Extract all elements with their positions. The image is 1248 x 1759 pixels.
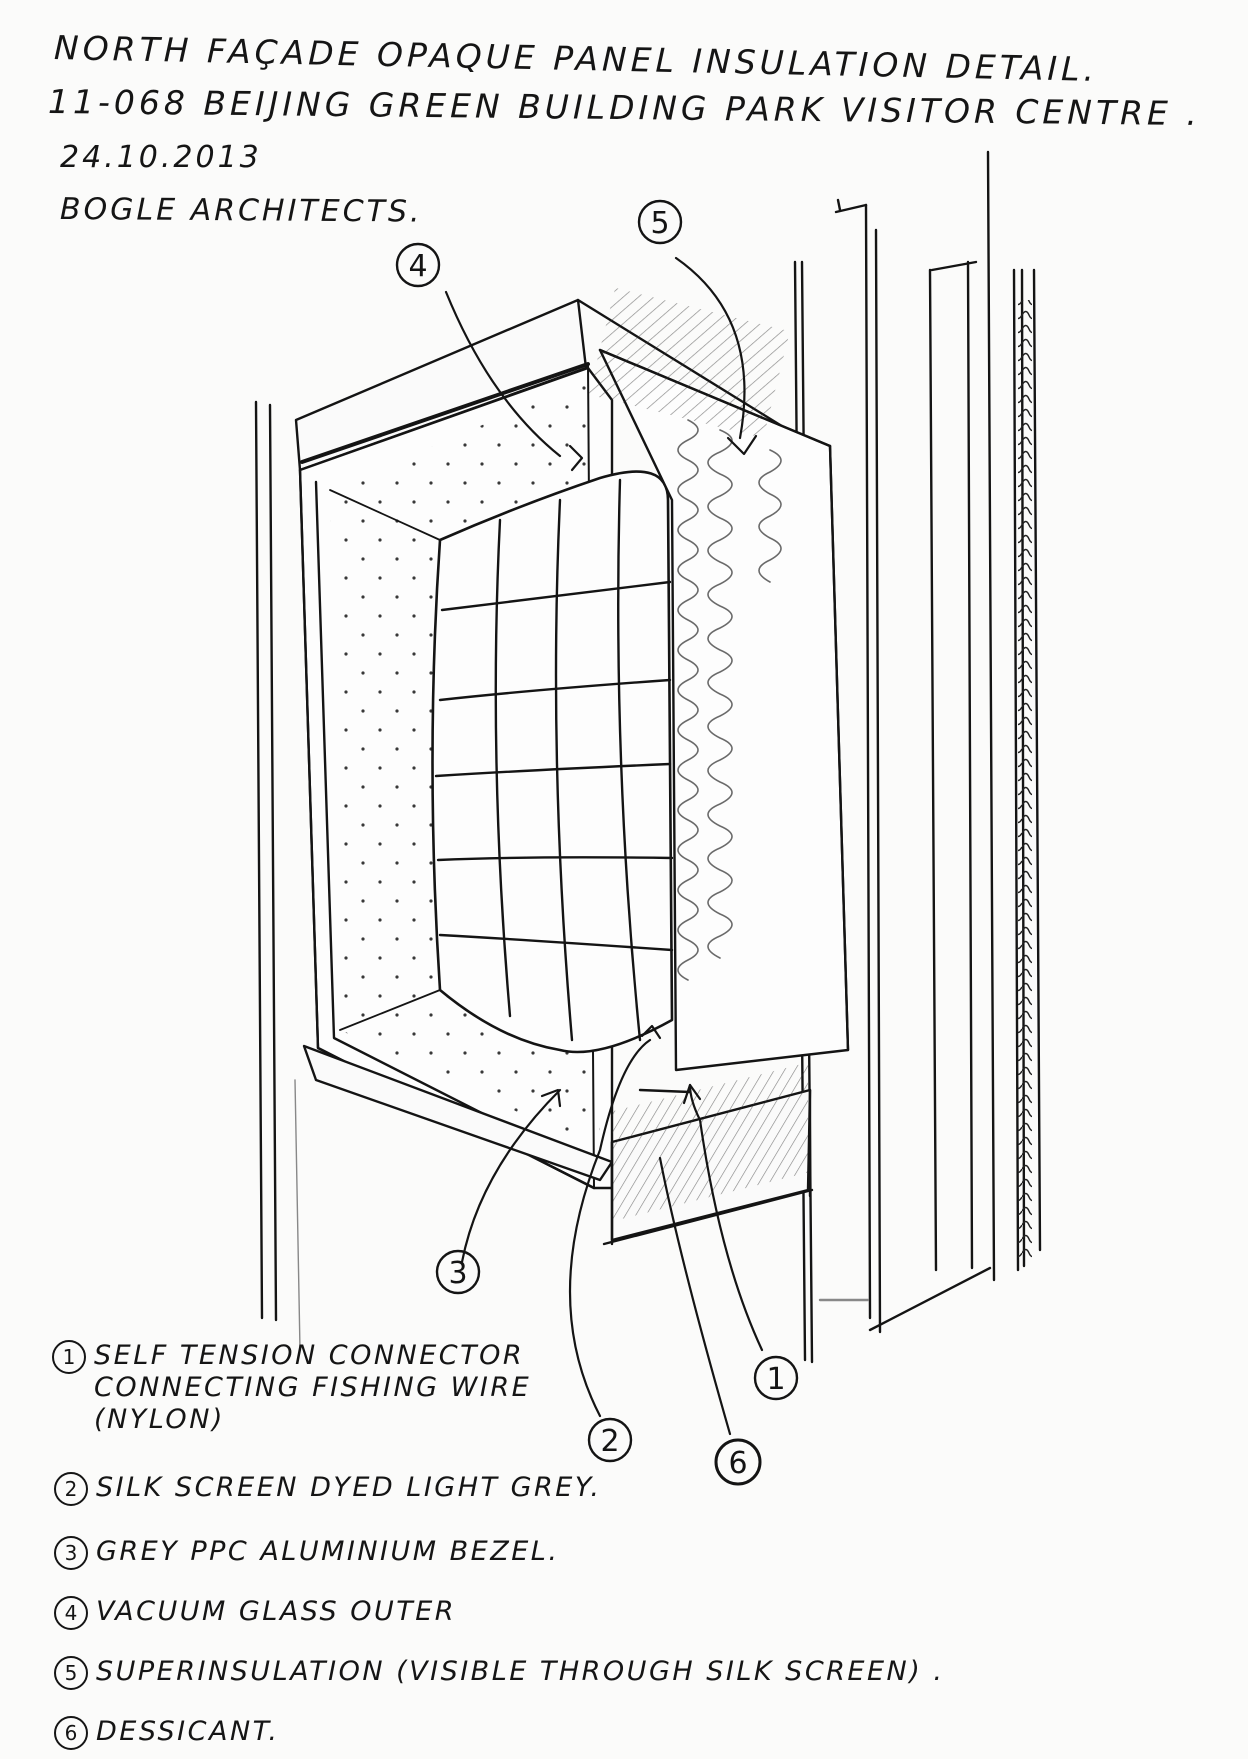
legend-item-2: 2 Silk screen dyed light grey. — [54, 1472, 601, 1506]
legend-text: Silk screen dyed light grey. — [96, 1472, 601, 1504]
legend-text: Self tension connector connecting fishin… — [94, 1340, 531, 1436]
legend-item-6: 6 Dessicant. — [54, 1716, 280, 1750]
legend-text: Vacuum glass outer — [96, 1596, 456, 1628]
callout-2: 2 — [600, 1424, 619, 1459]
legend-number: 5 — [54, 1656, 88, 1690]
callout-5: 5 — [650, 206, 669, 241]
legend-number: 3 — [54, 1536, 88, 1570]
legend-item-5: 5 Superinsulation (visible through silk … — [54, 1656, 944, 1690]
column-right — [793, 150, 1042, 1364]
callout-6: 6 — [728, 1446, 747, 1481]
legend-text: Superinsulation (visible through silk sc… — [96, 1656, 944, 1688]
legend-line: Self tension connector — [94, 1340, 525, 1371]
wall-left-lines — [254, 400, 301, 1351]
legend-line: (nylon) — [94, 1404, 225, 1435]
legend-number: 6 — [54, 1716, 88, 1750]
callout-1: 1 — [766, 1362, 785, 1397]
leader-lines — [444, 256, 764, 1436]
legend-line: Superinsulation (visible through silk sc… — [96, 1656, 945, 1687]
callout-markers — [395, 199, 799, 1486]
bottom-bezel — [302, 1044, 814, 1246]
legend-text: Dessicant. — [96, 1716, 280, 1748]
legend-item-1: 1 Self tension connector connecting fish… — [52, 1340, 531, 1436]
insulation-pillow-grid — [431, 470, 674, 1054]
legend-item-3: 3 Grey PPC aluminium bezel. — [54, 1536, 559, 1570]
legend-number: 2 — [54, 1472, 88, 1506]
legend-item-4: 4 Vacuum glass outer — [54, 1596, 456, 1630]
superinsulation-side — [588, 287, 850, 1072]
callout-3: 3 — [448, 1256, 467, 1291]
legend-number: 1 — [52, 1340, 86, 1374]
callout-numbers: 1 2 3 4 5 6 — [408, 206, 785, 1481]
callout-4: 4 — [408, 249, 427, 284]
legend-number: 4 — [54, 1596, 88, 1630]
legend-text: Grey PPC aluminium bezel. — [96, 1536, 559, 1568]
drawing-date: 24.10.2013 — [60, 140, 262, 175]
legend-line: connecting fishing wire — [94, 1372, 532, 1403]
legend-line: Vacuum glass outer — [96, 1596, 457, 1627]
legend-line: Dessicant. — [96, 1716, 280, 1747]
legend-line: Grey PPC aluminium bezel. — [96, 1536, 560, 1567]
legend-line: Silk screen dyed light grey. — [96, 1472, 602, 1503]
